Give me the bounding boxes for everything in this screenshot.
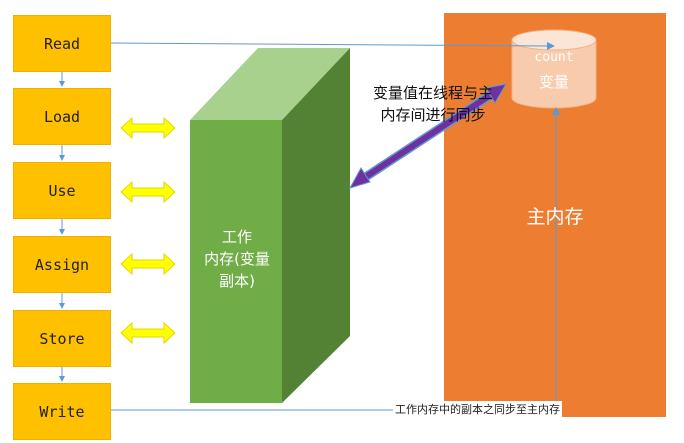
store-label: Store	[39, 329, 85, 348]
load-box: Load	[13, 88, 111, 145]
sync-note-line2: 内存间进行同步	[380, 106, 486, 124]
store-double-arrow	[120, 321, 176, 345]
read-box: Read	[13, 15, 111, 72]
assign-label: Assign	[34, 255, 90, 274]
count-variable-cylinder	[511, 29, 597, 109]
load-label: Load	[43, 107, 81, 126]
count-variable-name: count	[534, 50, 574, 65]
read-connector	[110, 41, 555, 50]
use-box: Use	[13, 162, 111, 219]
use-double-arrow	[120, 180, 176, 204]
working-memory-line1: 工作	[221, 228, 252, 246]
assign-box: Assign	[13, 236, 111, 293]
working-memory-block	[190, 48, 350, 403]
main-memory-label: 主内存	[526, 206, 584, 228]
sync-note-line1: 变量值在线程与主	[372, 84, 493, 102]
sync-double-arrow	[348, 83, 507, 189]
store-box: Store	[13, 310, 111, 367]
count-variable-label: 变量	[538, 73, 569, 91]
write-box: Write	[13, 383, 111, 440]
working-memory-line3: 副本)	[219, 272, 255, 290]
read-label: Read	[43, 34, 81, 53]
use-label: Use	[48, 181, 76, 200]
assign-double-arrow	[120, 252, 176, 276]
load-double-arrow	[120, 116, 176, 140]
working-memory-line2: 内存(变量	[204, 250, 270, 268]
write-label: Write	[39, 402, 85, 421]
bottom-note: 工作内存中的副本之同步至主内存	[393, 401, 562, 417]
